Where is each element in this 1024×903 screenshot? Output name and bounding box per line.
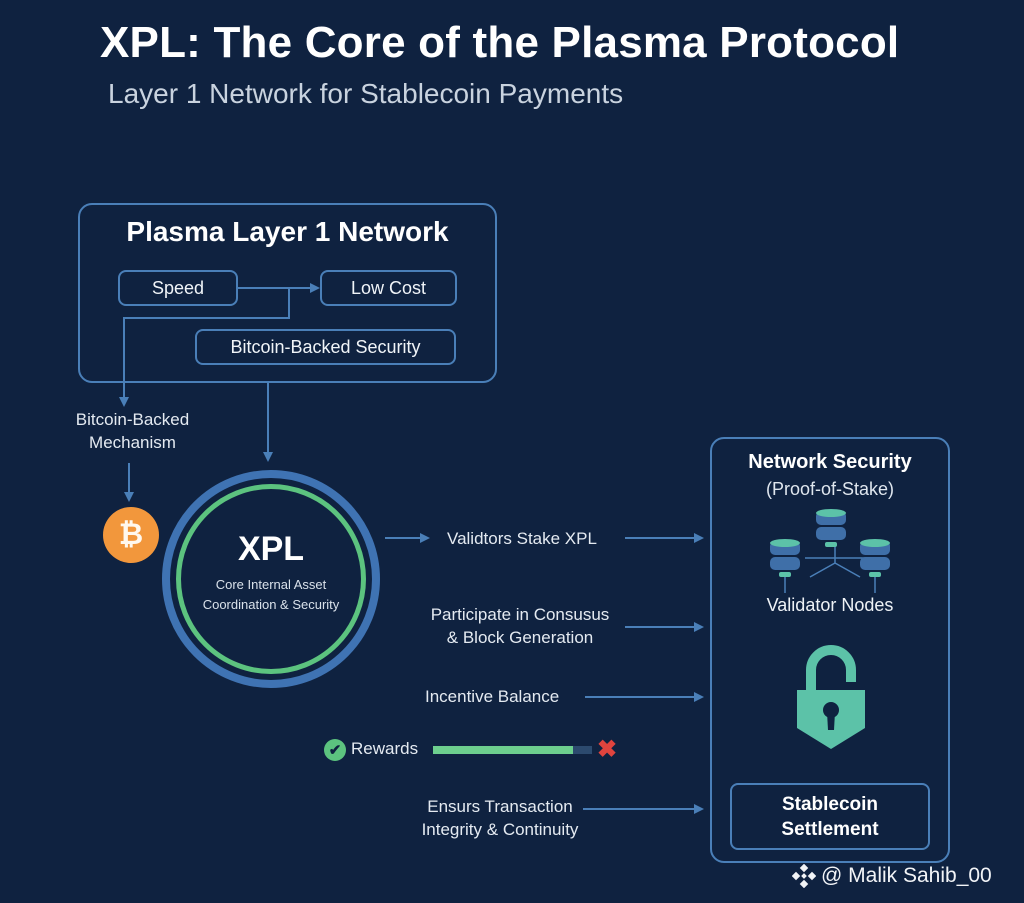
validator-nodes-label: Validator Nodes [766,595,894,615]
xpl-inner-ring [176,484,366,674]
check-circle-icon: ✔ [324,739,346,761]
binance-logo-icon [792,864,816,888]
lock-icon [797,645,865,749]
server-icon [860,539,890,577]
flow-consensus: Participate in Consusus & Block Generati… [430,605,610,647]
xpl-label: XPL [237,530,305,568]
feature-bitcoin-backed-security: Bitcoin-Backed Security [195,329,456,365]
plasma-network-title: Plasma Layer 1 Network [126,216,449,247]
flow-incentive-balance: Incentive Balance [425,687,560,706]
bitcoin-icon: ₿ [103,507,159,563]
page-title: XPL: The Core of the Plasma Protocol [100,18,900,67]
rewards-progress-fill [433,746,573,754]
network-security-subtitle: (Proof-of-Stake) [765,479,895,499]
network-security-title: Network Security [748,451,912,473]
watermark: @ Malik Sahib_00 [792,864,992,888]
server-icon [770,539,800,577]
rewards-label: Rewards [351,739,419,758]
plasma-network-panel [78,203,497,383]
feature-low-cost: Low Cost [320,270,457,306]
rewards-progress-bar [433,746,592,754]
xpl-description: Core Internal Asset Coordination & Secur… [202,577,340,612]
xpl-outer-ring [162,470,380,688]
x-mark-icon: ✖ [597,736,618,763]
watermark-text: @ Malik Sahib_00 [821,864,992,887]
bitcoin-mechanism-label: Bitcoin-Backed Mechanism [75,410,190,452]
stablecoin-settlement-box: Stablecoin Settlement [730,783,930,850]
validator-nodes-icon [770,509,890,593]
flow-validators-stake: Validtors Stake XPL [447,529,597,548]
network-security-panel [710,437,950,863]
feature-speed: Speed [118,270,238,306]
page-subtitle: Layer 1 Network for Stablecoin Payments [108,78,624,109]
server-icon [816,509,846,547]
flow-transaction-integrity: Ensurs Transaction Integrity & Continuit… [421,797,579,839]
